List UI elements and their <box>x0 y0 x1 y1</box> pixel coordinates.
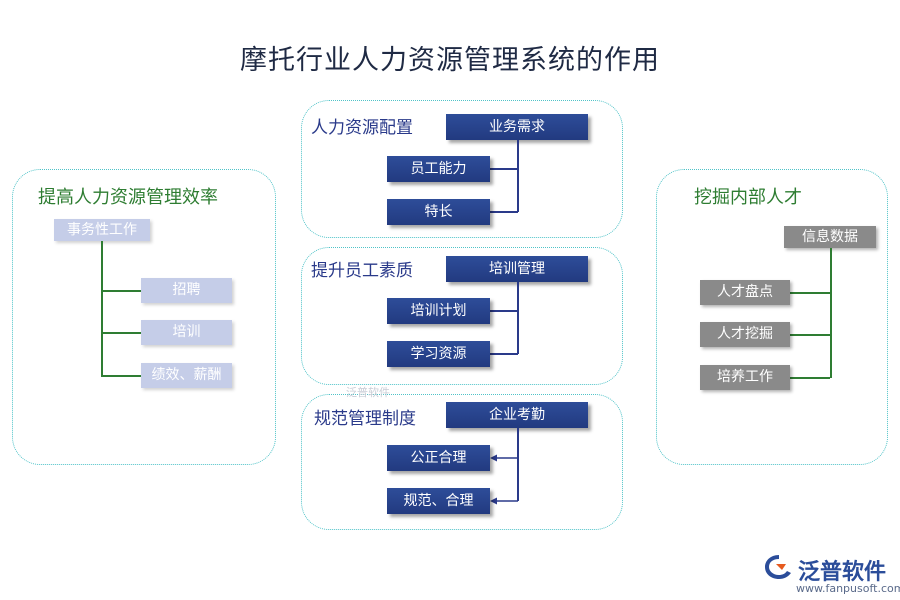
left-item-box-2: 培训 <box>141 320 232 345</box>
page-title: 摩托行业人力资源管理系统的作用 <box>240 45 660 76</box>
center-1-item-box-2: 特长 <box>387 199 490 225</box>
right-branch-line-1 <box>790 292 830 294</box>
logo-name: 泛普软件 <box>798 560 887 585</box>
center-3-arrow-1 <box>490 454 518 462</box>
right-item-box-1: 人才盘点 <box>700 280 790 305</box>
watermark-text: 泛普软件 <box>346 386 390 399</box>
right-item-box-3: 培养工作 <box>700 365 790 390</box>
center-3-arrow-2 <box>490 497 518 505</box>
center-2-item-box-1: 培训计划 <box>387 298 490 324</box>
left-branch-line-2 <box>101 332 141 334</box>
right-panel <box>656 169 888 465</box>
center-panel-2-title: 提升员工素质 <box>311 261 413 281</box>
center-1-vertical-line <box>517 140 519 212</box>
center-3-head-box: 企业考勤 <box>446 402 588 428</box>
left-branch-line-1 <box>101 290 141 292</box>
center-2-vertical-line <box>517 282 519 354</box>
right-panel-title: 挖掘内部人才 <box>694 187 802 208</box>
left-item-box-1: 招聘 <box>141 278 232 303</box>
center-1-branch-line-2 <box>490 211 518 213</box>
left-vertical-line <box>101 241 103 377</box>
left-root-box: 事务性工作 <box>54 219 150 241</box>
center-2-head-box: 培训管理 <box>446 256 588 282</box>
center-3-item-box-2: 规范、合理 <box>387 488 490 514</box>
right-branch-line-2 <box>790 334 830 336</box>
right-root-box: 信息数据 <box>784 226 876 248</box>
left-panel-title: 提高人力资源管理效率 <box>38 187 218 208</box>
left-item-box-3: 绩效、薪酬 <box>141 363 232 388</box>
logo-url: www.fanpusoft.com <box>796 582 900 595</box>
right-branch-line-3 <box>790 377 830 379</box>
right-item-box-2: 人才挖掘 <box>700 322 790 347</box>
center-1-item-box-1: 员工能力 <box>387 156 490 182</box>
left-panel <box>12 169 276 465</box>
logo-icon <box>765 555 791 579</box>
center-1-head-box: 业务需求 <box>446 114 588 140</box>
brand-logo: 泛普软件 www.fanpusoft.com <box>762 552 900 598</box>
right-vertical-line <box>830 248 832 378</box>
center-3-item-box-1: 公正合理 <box>387 445 490 471</box>
center-1-branch-line-1 <box>490 168 518 170</box>
center-2-branch-line-1 <box>490 310 518 312</box>
center-panel-3-title: 规范管理制度 <box>314 409 416 429</box>
left-branch-line-3 <box>101 375 141 377</box>
center-2-branch-line-2 <box>490 353 518 355</box>
center-3-vertical-line <box>517 428 519 501</box>
center-panel-1-title: 人力资源配置 <box>311 118 413 138</box>
center-2-item-box-2: 学习资源 <box>387 341 490 367</box>
